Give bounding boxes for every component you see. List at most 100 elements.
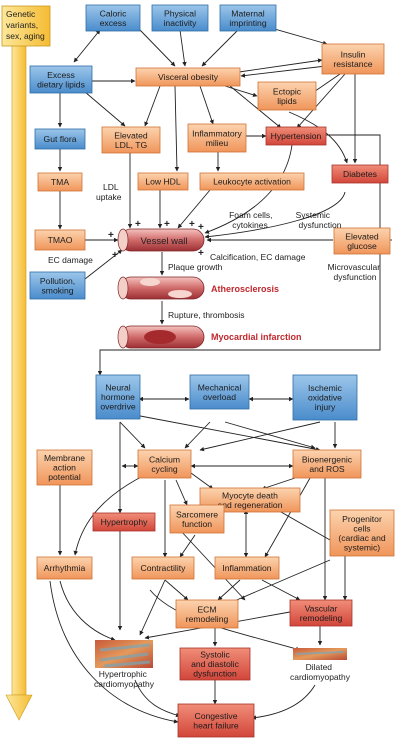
box-calcium-label: Calcium bbox=[149, 454, 180, 464]
box-myocyte-label: and regeneration bbox=[218, 500, 283, 510]
box-membrane-label: Membrane bbox=[44, 453, 85, 463]
microvascular-label: Microvascular dysfunction bbox=[328, 262, 383, 282]
box-tma-label: TMA bbox=[51, 177, 69, 187]
box-progenitor-label: Progenitor bbox=[342, 514, 382, 524]
box-ischemic-label: injury bbox=[315, 402, 336, 412]
box-tmao-label: TMAO bbox=[48, 235, 73, 245]
box-insulin-label: Insulin bbox=[341, 49, 366, 59]
box-arrhythmia-label: Arrhythmia bbox=[44, 563, 86, 573]
mi-vessel: Myocardial infarction bbox=[117, 325, 302, 349]
atherosclerosis-vessel: Atherosclerosis bbox=[117, 276, 279, 300]
box-neural-label: Neural bbox=[105, 383, 130, 393]
box-myocyte-label: Myocyte death bbox=[222, 490, 278, 500]
box-tmao: TMAO bbox=[34, 229, 86, 251]
box-systolic-label: dysfunction bbox=[193, 669, 237, 679]
svg-text:+: + bbox=[189, 219, 195, 230]
box-progenitor-label: cells bbox=[353, 523, 370, 533]
box-progenitor-label: (cardiac and bbox=[338, 533, 386, 543]
box-ldl-tg-label: LDL, TG bbox=[115, 140, 148, 150]
box-hypertrophy-label: Hypertrophy bbox=[101, 517, 149, 527]
side-label-line-3: sex, aging bbox=[6, 31, 45, 41]
box-ectopic-label: lipids bbox=[277, 96, 297, 106]
box-caloric-label: Caloric bbox=[100, 8, 127, 18]
box-low-hdl: Low HDL bbox=[137, 172, 189, 191]
box-ectopic-label: Ectopic bbox=[273, 86, 302, 96]
svg-text:+: + bbox=[135, 219, 141, 230]
box-ecm-label: remodeling bbox=[186, 614, 229, 624]
box-calcium-label: cycling bbox=[151, 464, 177, 474]
svg-text:Genetic variants,: Genetic variants, sex, aging bbox=[6, 9, 45, 41]
box-vascular-rem-label: remodeling bbox=[300, 613, 343, 623]
box-sarcomere-label: Sarcomere bbox=[176, 509, 218, 519]
box-leukocyte-label: Leukocyte activation bbox=[213, 177, 291, 187]
box-systolic-label: and diastolic bbox=[191, 659, 239, 669]
box-arrhythmia: Arrhythmia bbox=[36, 556, 93, 580]
calcification-label: Calcification, EC damage bbox=[210, 252, 306, 262]
connector-arrows bbox=[49, 21, 392, 724]
box-visceral: Visceral obesity bbox=[135, 67, 241, 87]
vessel-wall-label: Vessel wall bbox=[141, 236, 188, 247]
box-excess-lipids-label: Excess bbox=[47, 70, 75, 80]
box-elev-glucose-label: glucose bbox=[347, 241, 377, 251]
box-membrane-label: potential bbox=[48, 472, 81, 482]
box-mechanical-label: overload bbox=[203, 392, 236, 402]
plus-signs: + + + + + + + bbox=[108, 219, 204, 261]
box-inflam-milieu-label: Inflammatory bbox=[192, 128, 242, 138]
box-gut-flora: Gut flora bbox=[34, 128, 86, 150]
box-bioenergenic-label: and ROS bbox=[309, 464, 345, 474]
box-mechanical-label: Mechanical bbox=[198, 382, 242, 392]
box-ldl-tg-label: Elevated bbox=[114, 130, 148, 140]
svg-text:+: + bbox=[198, 248, 204, 259]
box-ischemic-label: oxidative bbox=[308, 393, 342, 403]
box-inflam-milieu-label: milieu bbox=[206, 138, 229, 148]
ldl-uptake-label: LDL uptake bbox=[96, 182, 122, 202]
vessel-wall: Vessel wall bbox=[117, 228, 205, 252]
box-visceral-label: Visceral obesity bbox=[158, 72, 219, 82]
box-low-hdl-label: Low HDL bbox=[145, 177, 181, 187]
rupture-label: Rupture, thrombosis bbox=[168, 310, 245, 320]
box-maternal-label: imprinting bbox=[229, 18, 266, 28]
side-label-line-2: variants, bbox=[6, 20, 38, 30]
box-sarcomere-label: function bbox=[182, 519, 212, 529]
box-gut-flora-label: Gut flora bbox=[44, 134, 77, 144]
box-physical-label: Physical bbox=[164, 8, 196, 18]
box-neural-label: hormone bbox=[101, 392, 135, 402]
box-hypertension-label: Hypertension bbox=[271, 131, 322, 141]
box-contractility-label: Contractility bbox=[141, 563, 187, 573]
box-progenitor-label: systemic) bbox=[344, 542, 380, 552]
hypertrophic-tissue-image bbox=[95, 640, 153, 668]
box-chf-label: Congestive bbox=[195, 711, 238, 721]
box-elev-glucose-label: Elevated bbox=[345, 231, 379, 241]
mi-label: Myocardial infarction bbox=[211, 332, 302, 342]
box-membrane-label: action bbox=[53, 463, 76, 473]
foam-cells-label: Foam cells, cytokines bbox=[229, 210, 275, 230]
box-systolic-label: Systolic bbox=[200, 650, 230, 660]
svg-text:+: + bbox=[108, 230, 114, 241]
box-diabetes: Diabetes bbox=[331, 164, 389, 184]
box-physical-label: inactivity bbox=[164, 18, 198, 28]
atherosclerosis-label: Atherosclerosis bbox=[211, 284, 279, 294]
box-insulin-label: resistance bbox=[333, 59, 372, 69]
svg-text:+: + bbox=[164, 219, 170, 230]
dilated-cm-label: Dilated cardiomyopathy bbox=[290, 662, 351, 682]
side-label-line-1: Genetic bbox=[6, 9, 36, 19]
